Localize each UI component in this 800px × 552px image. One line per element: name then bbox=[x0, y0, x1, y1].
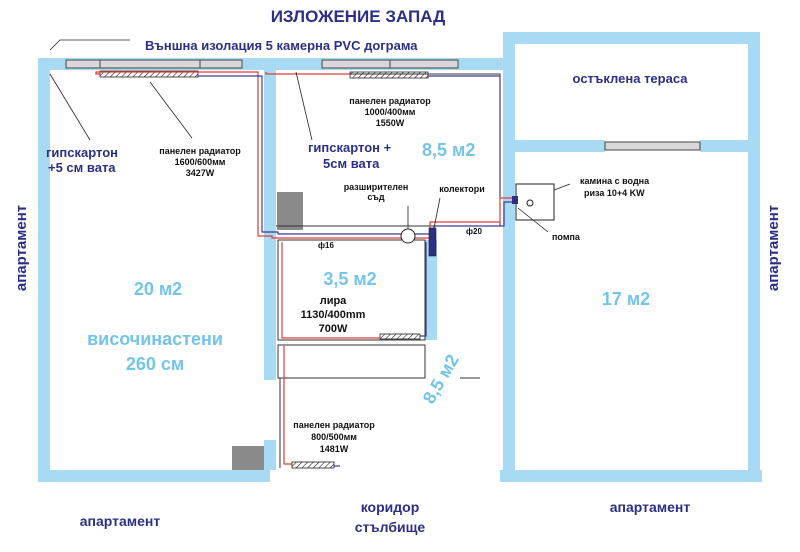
wall-big-room-right-lower bbox=[264, 240, 276, 380]
pump-icon bbox=[512, 196, 518, 204]
expansion-tank bbox=[400, 206, 416, 244]
radiator-bottom bbox=[291, 461, 335, 469]
radiator-bottom-line3: 1481W bbox=[320, 444, 349, 454]
wall-terrace-left bbox=[503, 32, 515, 140]
wall-terrace-bottom bbox=[515, 140, 605, 152]
wall-terrace-bottom-r bbox=[700, 140, 748, 152]
ceiling-height-2: 260 см bbox=[126, 354, 184, 374]
mid-room-area: 8,5 м2 bbox=[422, 140, 475, 160]
expansion-tank-icon bbox=[400, 228, 416, 244]
windows bbox=[65, 59, 701, 151]
pipe-lyra bbox=[281, 242, 380, 339]
radiator-left-line2: 1600/600мм bbox=[175, 157, 226, 167]
right-room-area: 17 м2 bbox=[602, 289, 650, 309]
ceiling-height-1: височинастени bbox=[87, 329, 223, 349]
corridor-label-1: коридор bbox=[361, 499, 420, 515]
radiator-lyra bbox=[379, 333, 421, 340]
fireplace bbox=[512, 183, 571, 233]
drywall-mid-label-1: гипскартон + bbox=[308, 140, 392, 155]
drywall-mid-label-2: 5см вата bbox=[323, 156, 380, 171]
corridor-label-2: стълбище bbox=[355, 519, 426, 535]
radiator-left-line3: 3427W bbox=[186, 168, 215, 178]
fireplace-icon bbox=[515, 183, 555, 221]
pump-label: помпа bbox=[552, 232, 581, 242]
window-terrace bbox=[604, 141, 701, 151]
fireplace-label-2: риза 10+4 KW bbox=[584, 188, 645, 198]
pipe-mid-rad-r bbox=[428, 75, 501, 196]
small-room-outline bbox=[277, 239, 426, 341]
lyra-line2: 1130/400mm bbox=[301, 309, 366, 321]
collectors-label: колектори bbox=[439, 184, 485, 194]
chimney-block-bottom bbox=[232, 446, 264, 470]
outer-insulation-label: Външна изолация 5 камерна PVC дограма bbox=[145, 38, 418, 53]
collector bbox=[428, 197, 441, 257]
wall-outer-right bbox=[748, 32, 760, 482]
leader-lines bbox=[49, 39, 313, 141]
wall-big-room-right bbox=[264, 70, 276, 240]
pipes bbox=[95, 71, 512, 467]
wall-terrace-top bbox=[515, 32, 760, 44]
wall-right-room-lower bbox=[503, 380, 515, 470]
wall-big-room-right-bottom bbox=[264, 440, 276, 470]
big-room-area: 20 м2 bbox=[134, 279, 182, 299]
radiator-mid-line2: 1000/400мм bbox=[365, 107, 416, 117]
wall-outer-bottom-left bbox=[38, 470, 270, 482]
drywall-left-label-1: гипскартон bbox=[46, 145, 118, 160]
apartment-right-label: апартамент bbox=[765, 205, 782, 291]
small-room-area: 3,5 м2 bbox=[323, 269, 376, 289]
collector-icon bbox=[428, 227, 437, 257]
radiator-bottom-line1: панелен радиатор bbox=[293, 420, 375, 430]
lyra-line1: лира bbox=[320, 295, 347, 307]
radiator-mid-line3: 1550W bbox=[376, 118, 405, 128]
wall-outer-left bbox=[38, 58, 50, 482]
pipe-supply-main bbox=[95, 71, 512, 239]
drywall-left-label-2: +5 см вата bbox=[48, 160, 116, 175]
pipe-return-main bbox=[198, 75, 512, 235]
pipe-bottom-rad bbox=[283, 346, 292, 465]
room-outlines bbox=[276, 73, 501, 468]
apartment-bottom-right-label: апартамент bbox=[610, 499, 691, 515]
chimney-block-top bbox=[277, 192, 303, 230]
wall-small-room-right bbox=[425, 240, 437, 340]
apartment-left-label: апартамент bbox=[13, 205, 30, 291]
radiator-bottom-line2: 800/500мм bbox=[311, 432, 357, 442]
radiator-mid bbox=[349, 71, 429, 79]
radiator-mid-line1: панелен радиатор bbox=[349, 96, 431, 106]
expansion-label-1: разширителен bbox=[344, 182, 409, 192]
window-left bbox=[65, 59, 243, 69]
page-title: ИЗЛОЖЕНИЕ ЗАПАД bbox=[271, 7, 446, 26]
terrace-label: остъклена тераса bbox=[573, 71, 689, 86]
wall-outer-bottom-right bbox=[500, 470, 762, 482]
fireplace-label-1: камина с водна bbox=[580, 176, 650, 186]
pipe-lyra-r bbox=[420, 242, 427, 337]
walls bbox=[38, 32, 762, 482]
expansion-label-2: съд bbox=[367, 192, 384, 202]
pipe-20-label: ф20 bbox=[466, 227, 482, 236]
pipe-16-label: ф16 bbox=[318, 241, 334, 250]
hall-box bbox=[277, 344, 426, 379]
pipe-mid-rad bbox=[265, 72, 350, 75]
lyra-line3: 700W bbox=[319, 323, 348, 335]
apartment-bottom-left-label: апартамент bbox=[80, 513, 161, 529]
wall-terrace-left-lower bbox=[503, 140, 515, 380]
radiator-left-line1: панелен радиатор bbox=[159, 146, 241, 156]
